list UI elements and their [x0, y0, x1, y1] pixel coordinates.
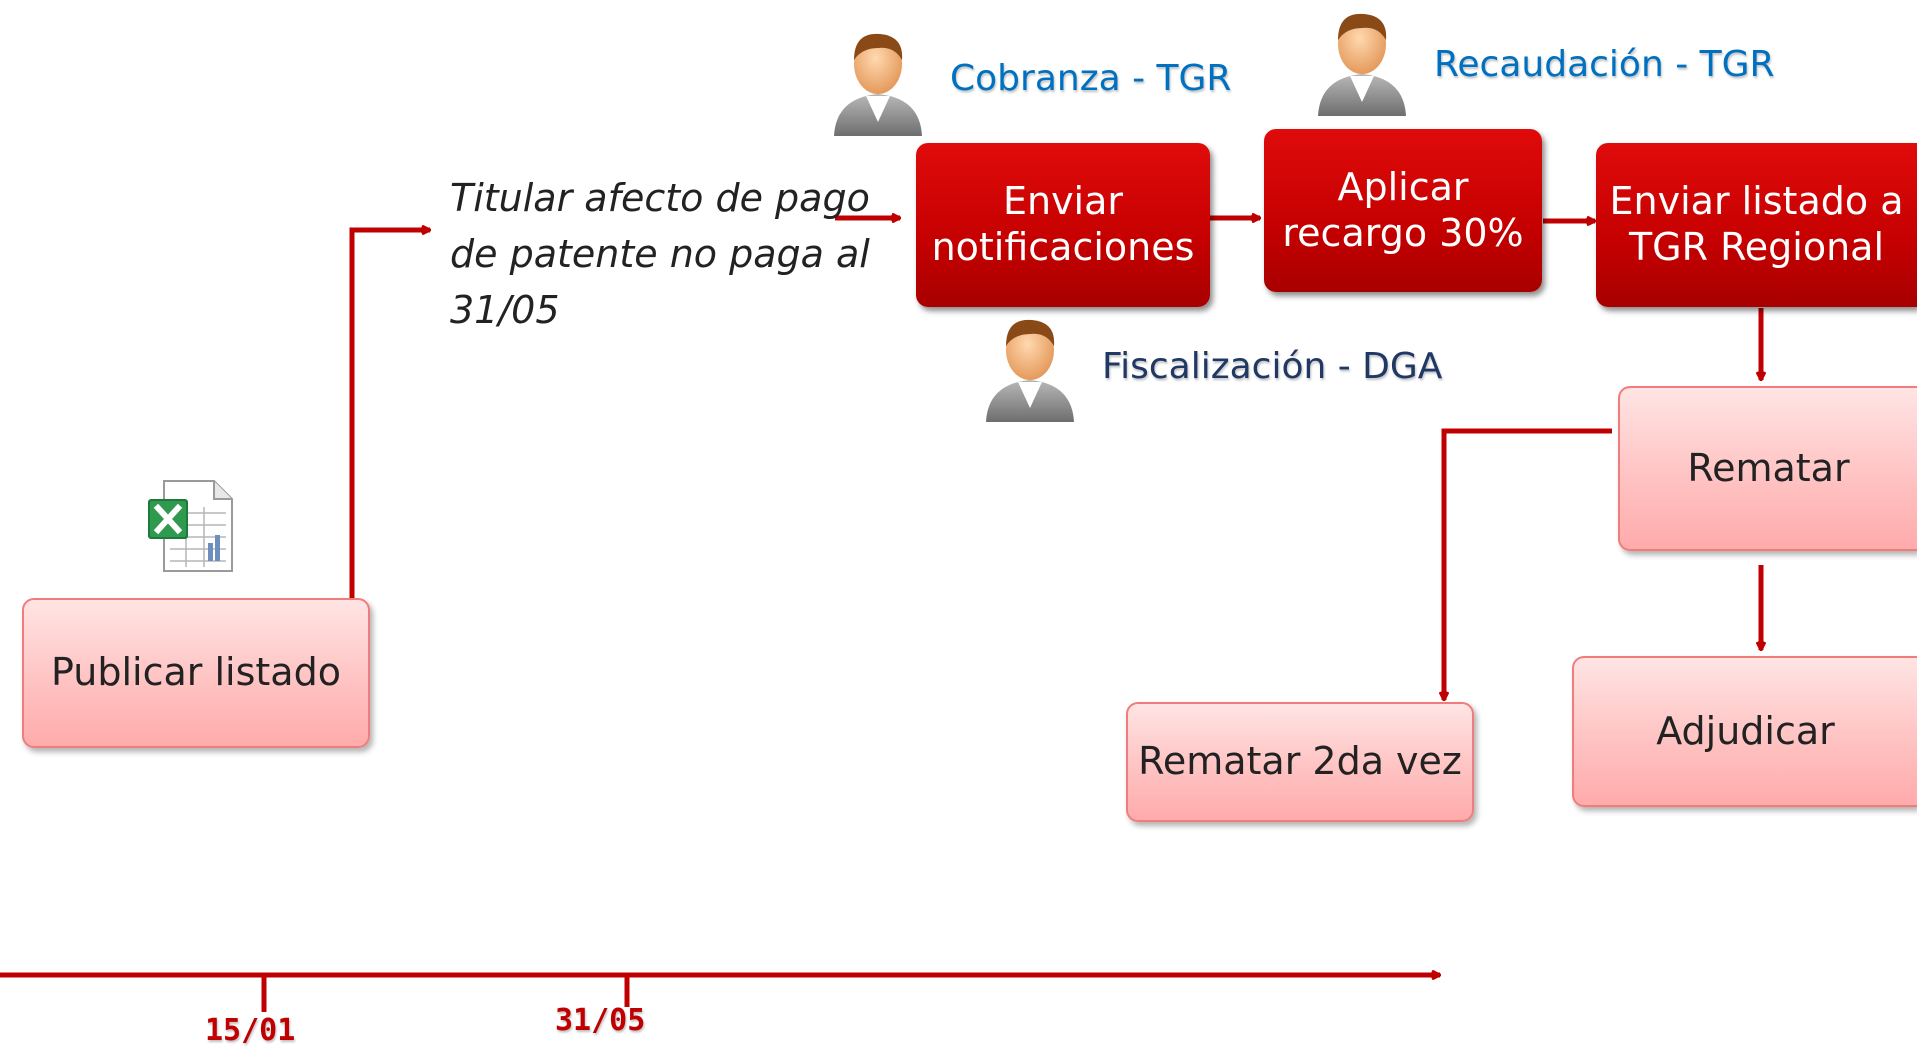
- excel-file-icon: [148, 480, 233, 572]
- person-icon: [986, 319, 1074, 422]
- step-aplicar-recargo: Aplicar recargo 30%: [1264, 129, 1542, 292]
- timeline-date: 31/05: [555, 1003, 646, 1038]
- role-label-fiscalizacion: Fiscalización - DGA: [1102, 346, 1443, 387]
- arrow-publicar-to-condition: [349, 230, 430, 600]
- timeline-date: 15/01: [205, 1013, 296, 1048]
- step-adjudicar: Adjudicar: [1572, 656, 1917, 807]
- person-icon: [834, 33, 922, 136]
- person-icon: [1318, 13, 1406, 116]
- step-enviar-notificaciones: Enviar notificaciones: [916, 143, 1210, 307]
- role-label-cobranza: Cobranza - TGR: [950, 58, 1232, 99]
- arrow-rematar-to-rematar-2da: [1444, 428, 1612, 700]
- role-label-recaudacion: Recaudación - TGR: [1434, 44, 1775, 85]
- step-publicar-listado: Publicar listado: [22, 598, 370, 748]
- condition-note: Titular afecto de pago de patente no pag…: [450, 176, 870, 332]
- step-enviar-listado: Enviar listado a TGR Regional: [1596, 143, 1917, 307]
- step-rematar-2da-vez: Rematar 2da vez: [1126, 702, 1474, 822]
- step-rematar: Rematar: [1618, 386, 1917, 551]
